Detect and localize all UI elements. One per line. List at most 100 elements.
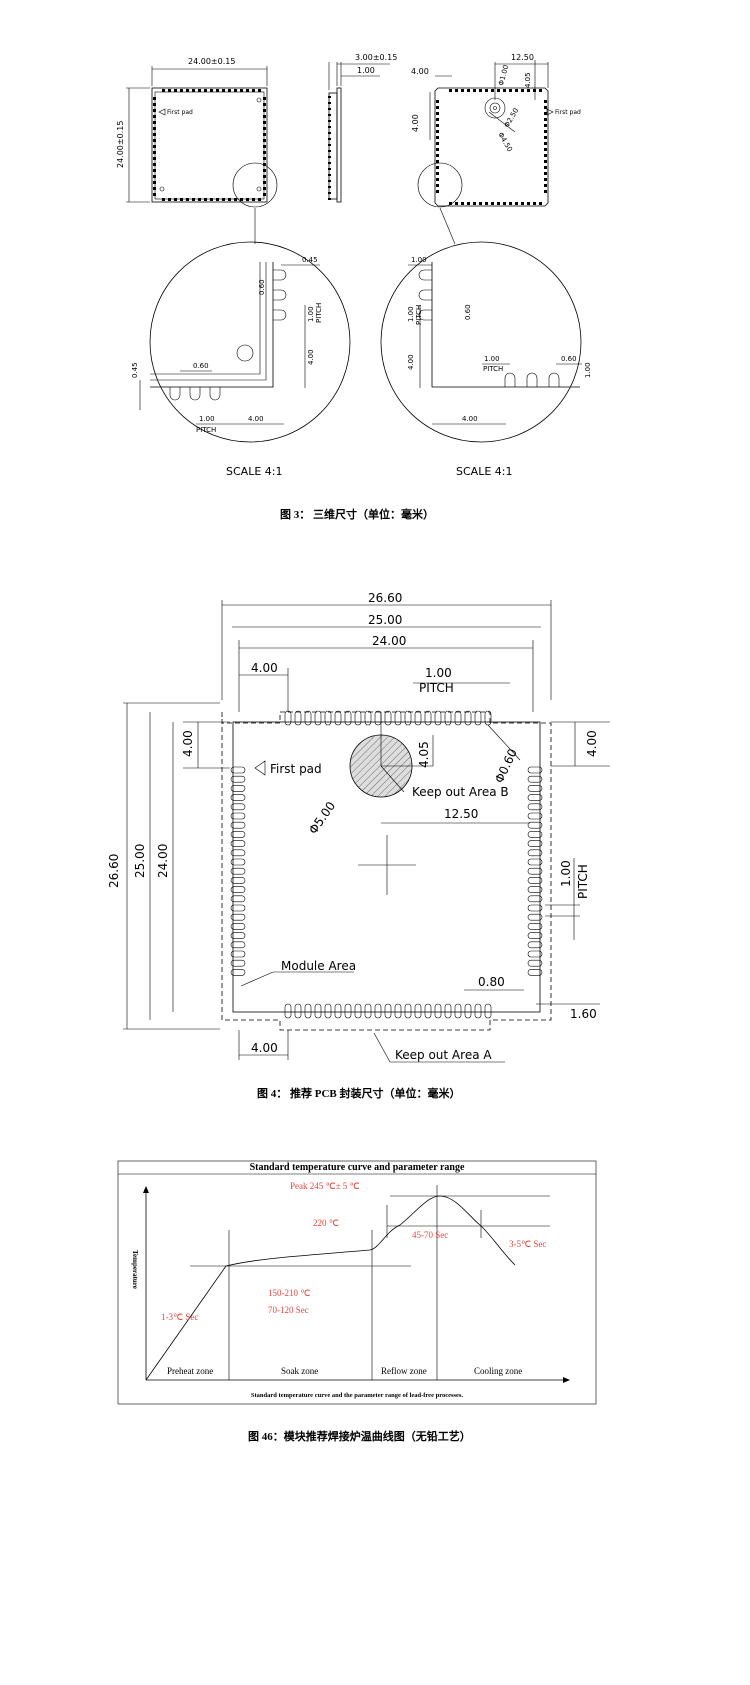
pad — [210, 89, 213, 92]
pitch-right-value: 1.00 — [559, 860, 573, 887]
pad — [153, 121, 156, 124]
pad — [230, 849, 246, 857]
fig4-pcb-footprint: 26.60 25.00 24.00 26.60 25.00 24.00 4.00… — [107, 591, 610, 1063]
pad — [527, 803, 543, 811]
pad — [258, 198, 261, 201]
pad — [230, 803, 246, 811]
pad — [454, 710, 462, 726]
pad — [474, 1003, 482, 1019]
first-pad-label: First pad — [167, 109, 193, 116]
pad — [328, 126, 331, 128]
pad — [434, 1003, 442, 1019]
pad — [449, 202, 452, 205]
pad — [153, 181, 156, 184]
detl-4-00-bottom: 4.00 — [248, 415, 264, 423]
pad — [527, 812, 543, 820]
pad — [404, 1003, 412, 1019]
pad — [485, 202, 488, 205]
fig3-side-view: 3.00±0.15 1.00 — [328, 53, 397, 203]
pad — [230, 821, 246, 829]
detl-0-60-right: 0.60 — [258, 279, 266, 295]
dim-4-05: 4.05 — [417, 741, 431, 768]
pad — [418, 269, 432, 281]
detr-1-00-left: 1.00 — [407, 306, 415, 322]
detr-4-00-bottom: 4.00 — [462, 415, 478, 423]
pad — [252, 198, 255, 201]
pad — [153, 115, 156, 118]
scale-left: SCALE 4:1 — [226, 465, 282, 478]
pad — [424, 1003, 432, 1019]
detr-pitch-bottom: PITCH — [483, 365, 503, 373]
pad — [436, 154, 439, 157]
pad — [263, 127, 266, 130]
label-70-120: 70-120 Sec — [268, 1305, 309, 1315]
pad — [328, 120, 331, 122]
pad — [263, 145, 266, 148]
pad — [384, 710, 392, 726]
dim-1-60: 1.60 — [570, 1007, 597, 1021]
detr-4-00-left: 4.00 — [407, 354, 415, 370]
pad — [444, 1003, 452, 1019]
pad — [364, 1003, 372, 1019]
detl-0-45-top: 0.45 — [302, 256, 318, 264]
pad — [328, 132, 331, 134]
detl-1-00-bottom: 1.00 — [199, 415, 215, 423]
pad — [230, 941, 246, 949]
pad — [153, 193, 156, 196]
module-area-label: Module Area — [281, 959, 356, 973]
label-220: 220 ℃ — [313, 1218, 339, 1228]
pad — [204, 198, 207, 201]
pad — [263, 187, 266, 190]
pad — [527, 849, 543, 857]
pad — [263, 133, 266, 136]
dim-thickness: 3.00±0.15 — [355, 53, 397, 62]
pad — [162, 198, 165, 201]
pad — [328, 108, 331, 110]
pad — [436, 172, 439, 175]
pad — [454, 1003, 462, 1019]
scale-right: SCALE 4:1 — [456, 465, 512, 478]
pad — [384, 1003, 392, 1019]
pad — [328, 114, 331, 116]
keep-out-b-label: Keep out Area B — [412, 785, 509, 799]
pad — [344, 1003, 352, 1019]
pad — [198, 198, 201, 201]
pad — [328, 162, 331, 164]
zone-reflow: Reflow zone — [381, 1366, 427, 1376]
pad — [328, 180, 331, 182]
pitch-top-value: 1.00 — [425, 666, 452, 680]
pad — [284, 1003, 292, 1019]
pad — [204, 89, 207, 92]
pad — [153, 139, 156, 142]
pitch-top-label: PITCH — [419, 681, 454, 695]
pad — [263, 151, 266, 154]
pad — [328, 168, 331, 170]
label-peak: Peak 245 ℃± 5 ℃ — [290, 1181, 360, 1191]
pad — [324, 710, 332, 726]
pad — [527, 969, 543, 976]
pad — [273, 289, 287, 301]
pad — [515, 89, 518, 92]
pad — [444, 710, 452, 726]
dim-phi-5-00: Φ5.00 — [306, 799, 338, 837]
detl-1-00-right: 1.00 — [307, 306, 315, 322]
detl-4-00-right: 4.00 — [307, 349, 315, 365]
pad — [263, 109, 266, 112]
pad — [234, 89, 237, 92]
pad — [180, 89, 183, 92]
detl-0-60-bottom: 0.60 — [193, 362, 209, 370]
pad — [230, 794, 246, 801]
pad — [544, 118, 547, 121]
pad — [544, 154, 547, 157]
pad — [539, 89, 542, 92]
pad — [230, 959, 246, 967]
back-dim-phi4-5: Φ4.50 — [496, 131, 513, 153]
pad — [228, 89, 231, 92]
pad — [479, 89, 482, 92]
pad — [503, 202, 506, 205]
fig3-top-view: First pad 24.00±0.15 24.00±0.15 — [116, 57, 278, 208]
keep-out-a-label: Keep out Area A — [395, 1048, 492, 1062]
fig3-detail-right: 1.00 1.00 PITCH 0.60 4.00 1.00 PITCH 0.6… — [380, 207, 592, 478]
pad — [544, 130, 547, 133]
detl-pitch-bottom: PITCH — [196, 426, 216, 434]
